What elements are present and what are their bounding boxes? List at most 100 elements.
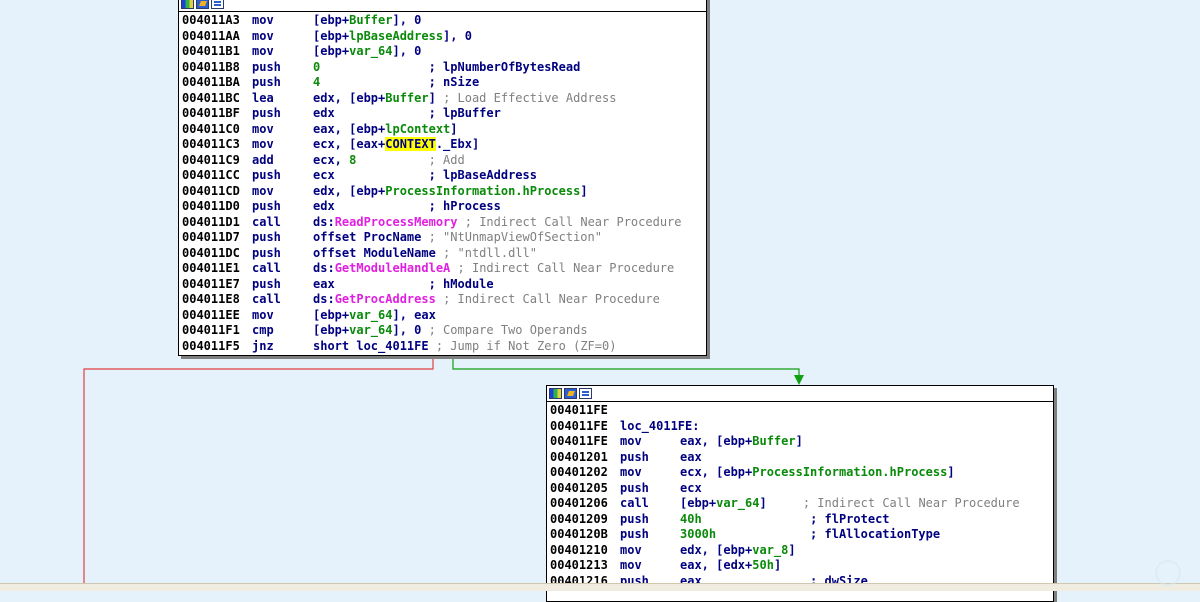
operand[interactable]: Buffer (349, 13, 393, 27)
edit-icon[interactable] (564, 388, 577, 399)
list-icon[interactable] (579, 388, 592, 399)
address: 0040120B (550, 527, 608, 541)
operand[interactable]: ProcessInformation.hProcess (385, 183, 581, 198)
operand: ecx (680, 480, 702, 495)
operand: edx (313, 199, 429, 213)
disasm-line[interactable]: 00401205 push ecx (550, 481, 1050, 497)
operand[interactable]: var_64 (716, 496, 760, 510)
disasm-line[interactable]: 004011FE (550, 403, 1050, 419)
operand[interactable]: ProcessInformation.hProcess (752, 465, 948, 479)
operand[interactable]: var_64 (349, 44, 393, 58)
list-icon[interactable] (211, 0, 224, 9)
address: 00401205 (550, 480, 608, 495)
mnemonic: push (252, 168, 281, 182)
operand[interactable]: CONTEXT (385, 137, 436, 151)
disasm-line[interactable]: 0040120B push 3000h ; flAllocationType (550, 527, 1050, 543)
mnemonic: push (252, 106, 281, 120)
mnemonic: mov (620, 558, 642, 572)
operand: ] (773, 558, 782, 572)
operand (436, 292, 443, 306)
comment: ; flAllocationType (810, 527, 941, 541)
operand: loc_4011FE: (620, 418, 700, 433)
operand[interactable]: 40h (680, 511, 702, 526)
operand: ] (947, 465, 955, 479)
operand: ], 0 (392, 44, 422, 58)
mnemonic: lea (252, 90, 274, 105)
address: 004011CD (182, 183, 240, 198)
operand[interactable]: lpBaseAddress (349, 28, 444, 43)
operand[interactable]: 50h (752, 558, 774, 572)
operand[interactable]: Buffer (752, 434, 796, 448)
comment: ; Indirect Call Near Procedure (802, 496, 1020, 510)
operand[interactable]: lpContext (385, 121, 451, 136)
operand[interactable]: var_64 (349, 307, 393, 322)
mnemonic: jnz (252, 338, 274, 353)
mnemonic: push (620, 527, 649, 541)
api-name[interactable]: GetModuleHandleA (334, 261, 451, 275)
mnemonic: mov (620, 465, 642, 479)
operand[interactable]: 8 (349, 152, 357, 167)
operand (702, 512, 810, 526)
mnemonic: push (620, 449, 649, 464)
operand: [ebp+ (313, 13, 350, 27)
operand: [ebp+ (680, 496, 717, 510)
api-name[interactable]: ReadProcessMemory (334, 214, 458, 229)
operand[interactable]: var_64 (349, 323, 393, 337)
mnemonic: push (620, 480, 649, 495)
operand[interactable]: var_8 (752, 542, 789, 557)
edit-icon[interactable] (196, 0, 209, 9)
operand[interactable]: 0 (313, 59, 321, 74)
operand[interactable]: 4 (313, 75, 321, 89)
status-bar (0, 583, 1200, 591)
graph-color-icon[interactable] (181, 0, 194, 9)
graph-color-icon[interactable] (549, 388, 562, 399)
operand[interactable]: 3000h (680, 527, 717, 541)
mnemonic: mov (620, 542, 642, 557)
address: 004011BC (182, 90, 240, 105)
operand: ecx (313, 168, 429, 182)
comment: ; "NtUnmapViewOfSection" (428, 230, 602, 244)
edge-true-branch (452, 355, 800, 378)
operand: ] (788, 542, 796, 557)
operand: [ebp+ (313, 44, 350, 58)
api-name[interactable]: GetProcAddress (334, 292, 436, 306)
address: 004011F1 (182, 323, 240, 337)
address: 004011DC (182, 245, 240, 260)
operand: eax (313, 276, 429, 291)
operand[interactable]: Buffer (385, 90, 429, 105)
comment: ; lpNumberOfBytesRead (428, 59, 581, 74)
